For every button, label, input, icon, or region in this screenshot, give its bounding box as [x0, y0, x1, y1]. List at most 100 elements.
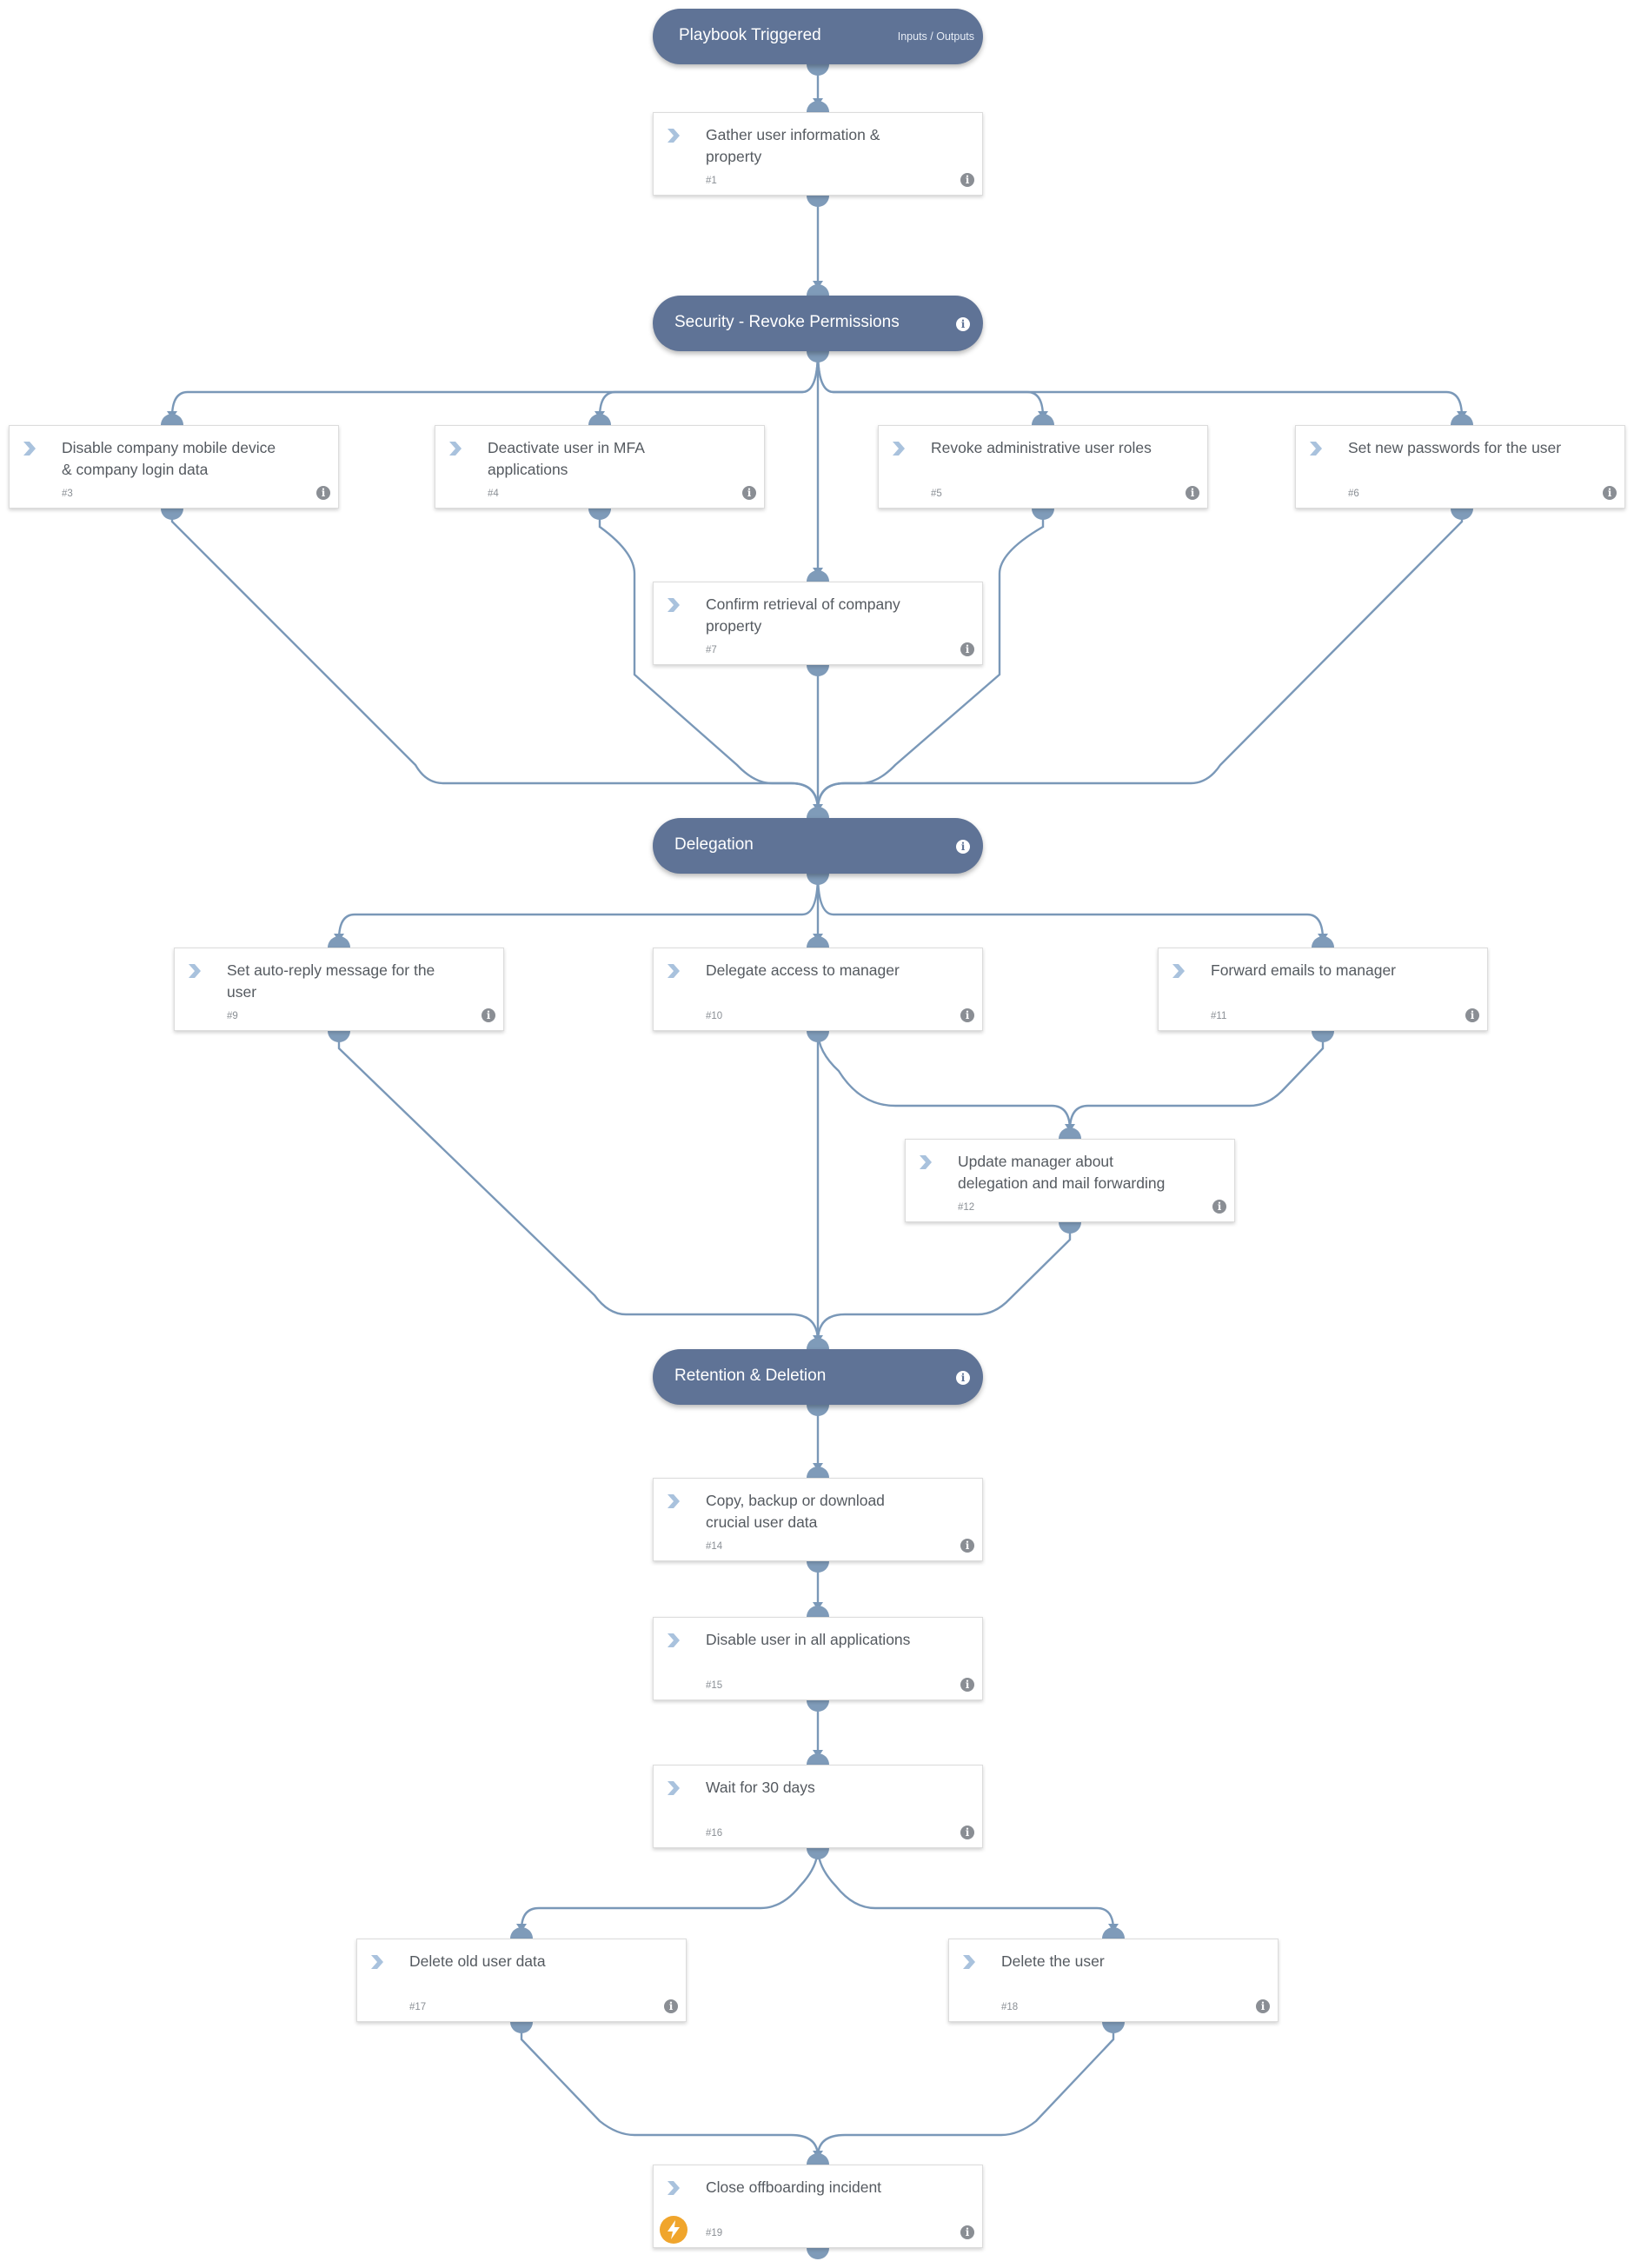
output-port: [807, 874, 829, 885]
output-port: [807, 351, 829, 362]
task-delegate-access-to-manager[interactable]: Delegate access to manager #10 i: [653, 948, 983, 1031]
info-icon[interactable]: i: [960, 173, 974, 187]
task-label: Delete old user data: [409, 1952, 546, 1970]
chevron-right-icon: [449, 442, 462, 456]
info-icon[interactable]: i: [956, 1371, 970, 1385]
task-number: #18: [1001, 2002, 1019, 2012]
connector-line: [170, 350, 820, 418]
connector-line: [598, 509, 820, 811]
task-copy-backup-user-data[interactable]: Copy, backup or download crucial user da…: [653, 1478, 983, 1561]
info-icon[interactable]: i: [316, 486, 330, 500]
input-port: [807, 2153, 829, 2165]
output-port: [807, 665, 829, 676]
task-gather-user-information[interactable]: Gather user information & property #1 i: [653, 112, 983, 196]
connector-line: [816, 1847, 1115, 1931]
task-number: #14: [706, 1541, 723, 1552]
task-number: #4: [488, 489, 499, 499]
info-icon[interactable]: i: [960, 1678, 974, 1692]
info-icon[interactable]: i: [1603, 486, 1617, 500]
output-port: [1451, 509, 1473, 520]
output-port: [807, 1405, 829, 1416]
section-security-revoke-permissions[interactable]: Security - Revoke Permissions i: [653, 296, 983, 351]
connector-line: [816, 350, 1464, 418]
task-set-new-passwords[interactable]: Set new passwords for the user #6 i: [1295, 425, 1625, 509]
input-port: [1312, 936, 1334, 948]
connector-line: [816, 350, 1045, 418]
task-wait-30-days[interactable]: Wait for 30 days #16 i: [653, 1765, 983, 1848]
info-icon[interactable]: i: [960, 2225, 974, 2239]
input-port: [1032, 414, 1054, 425]
output-port: [807, 64, 829, 76]
task-number: #16: [706, 1828, 723, 1839]
task-delete-old-user-data[interactable]: Delete old user data #17 i: [356, 1939, 687, 2022]
connector-line: [337, 873, 820, 941]
task-close-offboarding-incident[interactable]: Close offboarding incident #19 i: [653, 2165, 983, 2248]
info-icon[interactable]: i: [1212, 1200, 1226, 1214]
info-icon[interactable]: i: [482, 1008, 495, 1022]
info-icon[interactable]: i: [1465, 1008, 1479, 1022]
connector-line: [520, 1847, 820, 1931]
info-icon[interactable]: i: [960, 642, 974, 656]
task-label: Close offboarding incident: [706, 2178, 882, 2196]
task-revoke-admin-roles[interactable]: Revoke administrative user roles #5 i: [878, 425, 1208, 509]
info-icon[interactable]: i: [960, 1826, 974, 1839]
task-number: #12: [958, 1202, 975, 1213]
section-retention-deletion[interactable]: Retention & Deletion i: [653, 1349, 983, 1405]
info-icon[interactable]: i: [960, 1539, 974, 1553]
task-number: #1: [706, 176, 717, 186]
task-update-manager[interactable]: Update manager about delegation and mail…: [905, 1139, 1235, 1222]
task-label: Revoke administrative user roles: [931, 439, 1152, 456]
section-title: Security - Revoke Permissions: [674, 313, 900, 331]
chevron-right-icon: [189, 964, 201, 978]
input-port: [807, 101, 829, 112]
info-icon[interactable]: i: [956, 840, 970, 854]
task-number: #6: [1348, 489, 1359, 499]
task-delete-the-user[interactable]: Delete the user #18 i: [948, 1939, 1279, 2022]
section-title: Retention & Deletion: [674, 1367, 827, 1385]
inputs-outputs-link[interactable]: Inputs / Outputs: [897, 30, 974, 43]
info-icon[interactable]: i: [960, 1008, 974, 1022]
connector-line: [337, 1031, 820, 1342]
input-port: [807, 284, 829, 296]
output-port: [1312, 1031, 1334, 1042]
task-label: Set new passwords for the user: [1348, 439, 1562, 456]
task-forward-emails-to-manager[interactable]: Forward emails to manager #11 i: [1158, 948, 1488, 1031]
task-number: #11: [1211, 1011, 1227, 1021]
task-label: Update manager about delegation and mail…: [958, 1153, 1166, 1192]
connector-line: [598, 350, 820, 418]
task-label: Wait for 30 days: [706, 1779, 815, 1796]
section-title: Playbook Triggered: [679, 26, 821, 44]
lightning-icon: [660, 2216, 687, 2244]
chevron-right-icon: [893, 442, 905, 456]
chevron-right-icon: [668, 1633, 680, 1647]
input-port: [1102, 1927, 1125, 1939]
section-title: Delegation: [674, 835, 754, 854]
task-confirm-retrieval-of-property[interactable]: Confirm retrieval of company property #7…: [653, 582, 983, 665]
output-port: [807, 1848, 829, 1859]
task-disable-company-mobile-device[interactable]: Disable company mobile device & company …: [9, 425, 339, 509]
info-icon[interactable]: i: [1256, 1999, 1270, 2013]
connector-line: [1068, 1031, 1325, 1131]
info-icon[interactable]: i: [664, 1999, 678, 2013]
task-set-auto-reply[interactable]: Set auto-reply message for the user #9 i: [174, 948, 504, 1031]
task-number: #19: [706, 2228, 723, 2238]
info-icon[interactable]: i: [742, 486, 756, 500]
section-delegation[interactable]: Delegation i: [653, 818, 983, 874]
chevron-right-icon: [668, 2181, 680, 2195]
info-icon[interactable]: i: [1186, 486, 1199, 500]
task-number: #3: [62, 489, 73, 499]
output-port: [807, 1561, 829, 1573]
output-port: [1102, 2022, 1125, 2033]
section-playbook-triggered[interactable]: Playbook Triggered Inputs / Outputs: [653, 9, 983, 64]
input-port: [1059, 1127, 1081, 1139]
connector-line: [816, 1222, 1072, 1342]
task-deactivate-user-mfa[interactable]: Deactivate user in MFA applications #4 i: [435, 425, 765, 509]
output-port: [328, 1031, 350, 1042]
task-label: Gather user information & property: [706, 126, 880, 165]
connector-line: [816, 873, 1325, 941]
chevron-right-icon: [963, 1955, 975, 1969]
connector-line: [816, 509, 1464, 811]
task-disable-user-in-all-applications[interactable]: Disable user in all applications #15 i: [653, 1617, 983, 1700]
info-icon[interactable]: i: [956, 317, 970, 331]
